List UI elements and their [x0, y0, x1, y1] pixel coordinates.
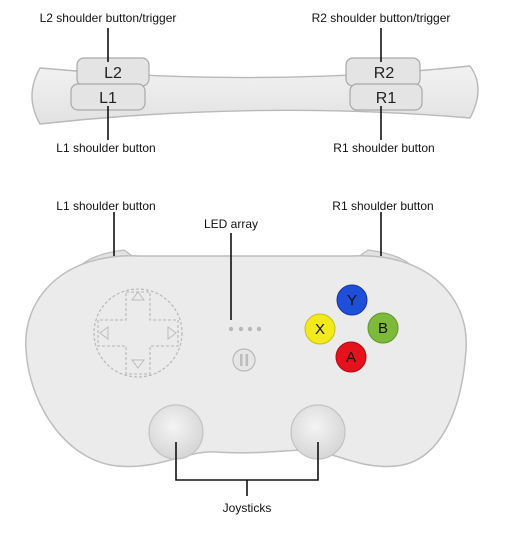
y-button[interactable]: Y	[336, 284, 368, 316]
l1-label: L1	[99, 90, 117, 107]
r1-button-top[interactable]: R1	[349, 83, 423, 111]
r1-callout-front: R1 shoulder button	[332, 199, 433, 213]
l2-button[interactable]: L2	[76, 57, 150, 87]
b-button[interactable]: B	[367, 312, 399, 344]
joysticks-leader	[175, 442, 319, 496]
l1-callout-front: L1 shoulder button	[56, 199, 155, 213]
joysticks-callout: Joysticks	[223, 501, 272, 515]
r1-label: R1	[376, 90, 397, 107]
a-button[interactable]: A	[335, 341, 367, 373]
front-view: LED array Y X B A Joysticks	[25, 199, 467, 515]
pause-icon[interactable]	[232, 348, 256, 372]
r2-button[interactable]: R2	[345, 57, 421, 87]
led-callout: LED array	[204, 217, 258, 231]
r2-label: R2	[374, 65, 395, 82]
dpad-icon[interactable]	[93, 288, 183, 378]
y-label: Y	[347, 292, 357, 309]
led-array	[228, 326, 262, 332]
r1-callout-top: R1 shoulder button	[333, 141, 434, 155]
l2-callout: L2 shoulder button/trigger	[40, 11, 177, 25]
top-view: L2 L1 R2 R1 L2 shoulder button/trigger R…	[31, 11, 479, 155]
x-button[interactable]: X	[304, 313, 336, 345]
l1-callout-top: L1 shoulder button	[56, 141, 155, 155]
x-label: X	[315, 321, 325, 338]
b-label: B	[378, 320, 388, 337]
r2-callout: R2 shoulder button/trigger	[312, 11, 451, 25]
l2-label: L2	[104, 65, 122, 82]
a-label: A	[346, 349, 356, 366]
